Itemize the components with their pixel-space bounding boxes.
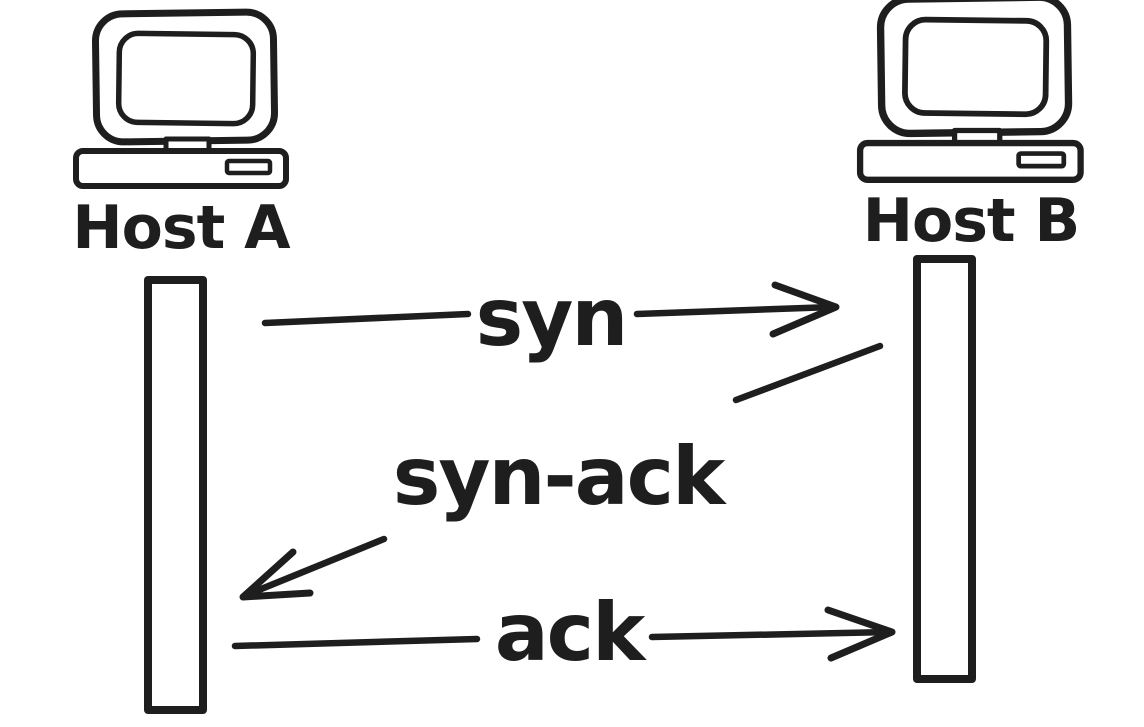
message-label-ack: ack [495, 586, 647, 679]
host-a-actor: Host A [72, 12, 292, 714]
message-arrow-syn-ack [239, 342, 884, 601]
host-a-lifeline [144, 276, 207, 714]
host-a-label: Host A [72, 193, 291, 263]
arrowhead-right-icon [769, 281, 840, 338]
message-label-syn-ack: syn-ack [393, 430, 727, 523]
message-label-syn: syn [476, 271, 627, 364]
host-b-label: Host B [863, 186, 1079, 256]
message-arrow-syn [261, 281, 840, 338]
computer-icon [860, 0, 1081, 180]
arrowhead-right-icon [824, 606, 896, 662]
arrowhead-left-icon [239, 548, 314, 601]
host-b-lifeline [913, 255, 976, 683]
message-arrow-ack [231, 606, 896, 662]
computer-icon [76, 12, 286, 186]
host-b-actor: Host B [860, 0, 1081, 683]
